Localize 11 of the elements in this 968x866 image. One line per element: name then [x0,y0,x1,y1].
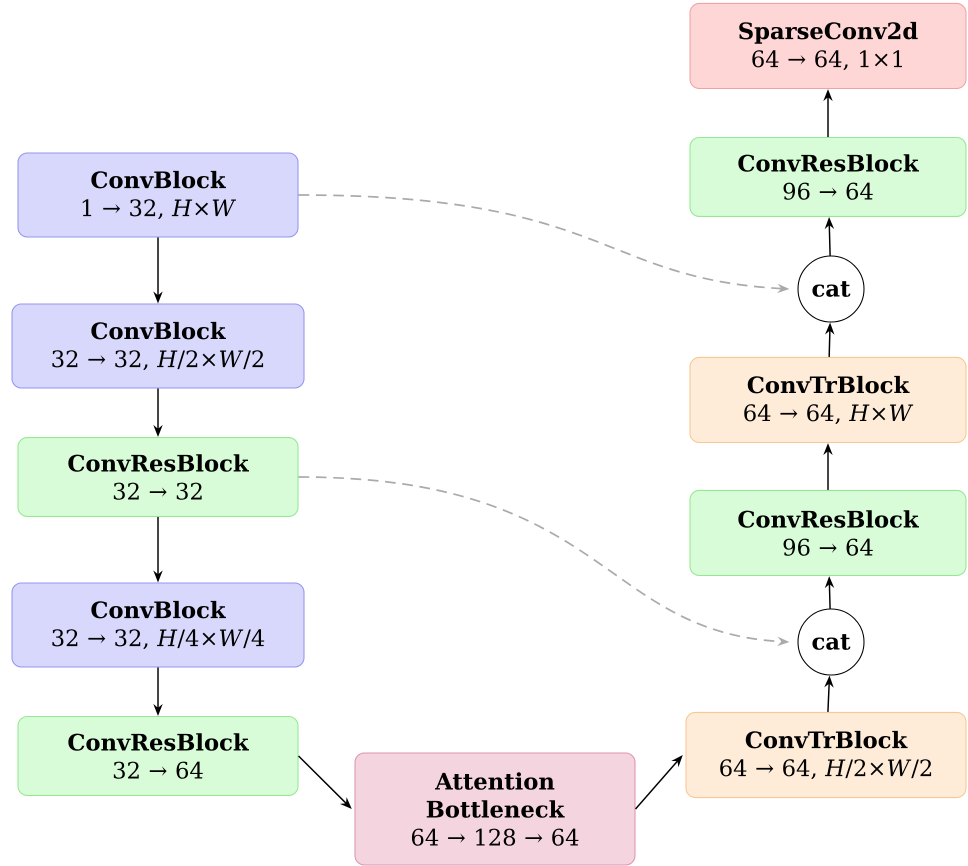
block-box: ConvResBlock 96 → 64 [689,490,967,576]
block-box: ConvBlock 1 → 32, H×W [17,152,299,238]
block-box: ConvBlock 32 → 32, H/4×W/4 [11,582,305,668]
block-box: ConvBlock 32 → 32, H/2×W/2 [11,303,305,389]
block-box: ConvResBlock 96 → 64 [689,137,967,217]
block-box: ConvResBlock 32 → 32 [17,437,299,517]
block-box: ConvResBlock 32 → 64 [17,716,299,796]
block-box: ConvTrBlock 64 → 64, H×W [689,356,967,444]
block-box: Attention Bottleneck 64 → 128 → 64 [354,752,636,866]
block-box: ConvTrBlock 64 → 64, H/2×W/2 [685,712,967,798]
block-box: SparseConv2d 64 → 64, 1×1 [689,2,967,90]
